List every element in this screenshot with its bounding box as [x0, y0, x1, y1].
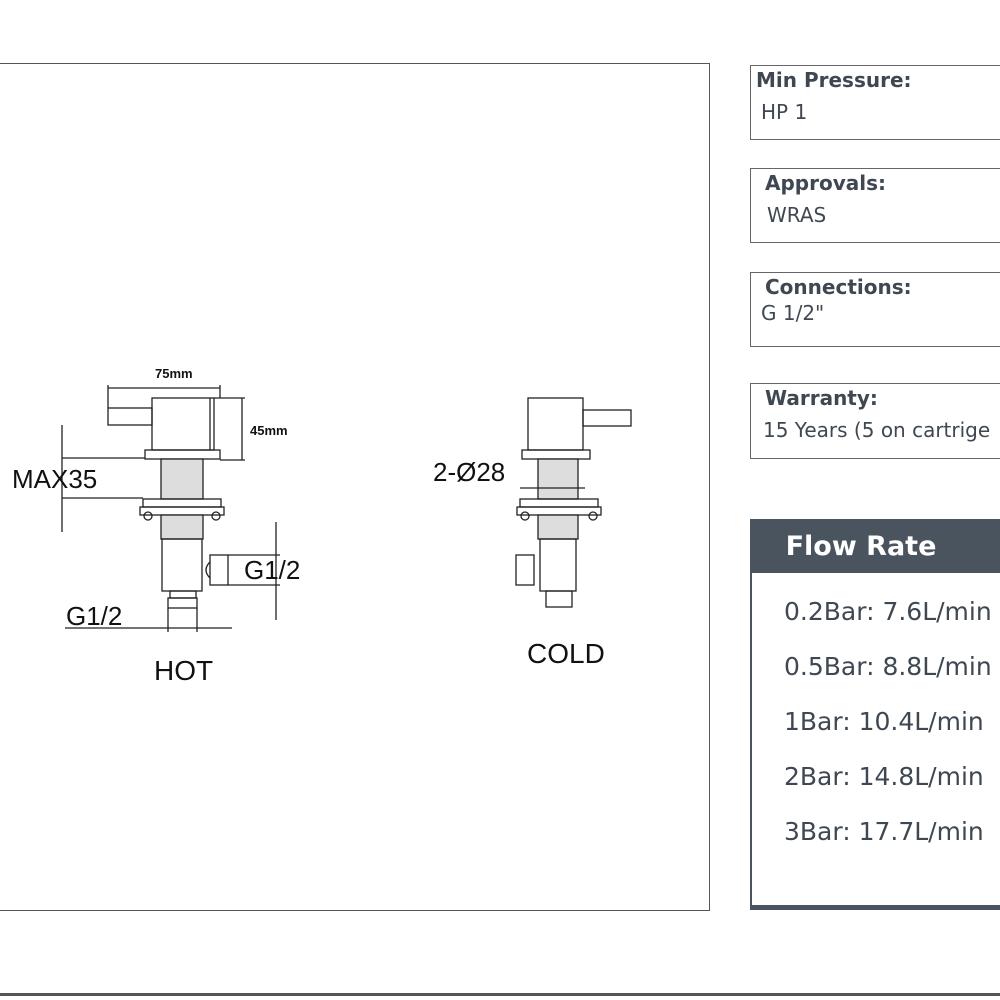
hot-label: HOT — [154, 655, 214, 686]
spec-approvals: Approvals: WRAS — [750, 168, 1000, 243]
flow-rate-row: 2Bar: 14.8L/min — [784, 762, 984, 791]
flow-rate-row: 0.2Bar: 7.6L/min — [784, 597, 992, 626]
hot-tap-drawing — [61, 385, 280, 632]
divider — [0, 993, 1000, 996]
spec-value: 15 Years (5 on cartrige — [763, 418, 991, 442]
technical-drawing — [61, 385, 632, 632]
spec-connections: Connections: G 1/2" — [750, 272, 1000, 347]
flow-rate-row: 1Bar: 10.4L/min — [784, 707, 984, 736]
spec-title: Approvals: — [765, 171, 887, 195]
spec-warranty: Warranty: 15 Years (5 on cartrige — [750, 383, 1000, 459]
hot-max-dimension: MAX35 — [12, 464, 98, 494]
hot-width-dimension: 75mm — [155, 366, 193, 381]
spec-title: Connections: — [765, 275, 912, 299]
cold-label: COLD — [527, 638, 605, 669]
flow-rate-row: 3Bar: 17.7L/min — [784, 817, 984, 846]
flow-rate-panel: Flow Rate 0.2Bar: 7.6L/min 0.5Bar: 8.8L/… — [750, 519, 1000, 910]
spec-min-pressure: Min Pressure: HP 1 — [750, 65, 1000, 140]
spec-title: Min Pressure: — [756, 68, 912, 92]
cold-hole-dimension: 2-Ø28 — [433, 457, 506, 487]
flow-rate-header: Flow Rate — [752, 521, 1000, 573]
hot-side-connection: G1/2 — [244, 555, 301, 585]
spec-value: WRAS — [767, 203, 827, 227]
flow-rate-row: 0.5Bar: 8.8L/min — [784, 652, 992, 681]
spec-value: HP 1 — [761, 100, 808, 124]
spec-value: G 1/2" — [761, 301, 825, 325]
hot-bottom-connection: G1/2 — [66, 601, 123, 631]
hot-height-dimension: 45mm — [250, 423, 288, 438]
spec-title: Warranty: — [765, 386, 878, 410]
drawing-frame — [0, 63, 710, 911]
cold-tap-drawing — [515, 397, 632, 608]
